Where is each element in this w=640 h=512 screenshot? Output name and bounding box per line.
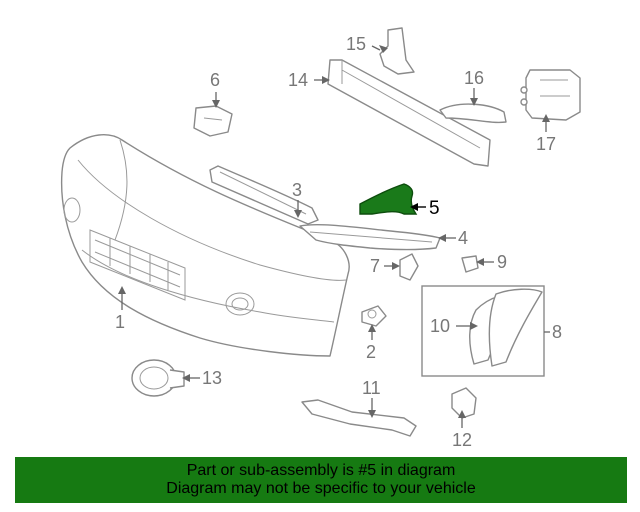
- part-15-bracket: [379, 27, 415, 75]
- callout-13: 13: [202, 368, 222, 388]
- part-9-clip: [461, 255, 479, 273]
- part-13-fog-lamp: [131, 359, 185, 397]
- part-5-bracket-highlighted: [359, 183, 418, 215]
- callout-12: 12: [452, 430, 472, 450]
- parts-diagram: 1 2 3 4 5 6 7 8 9 10 11 12 13 14 15 16 1…: [60, 27, 581, 450]
- callout-16: 16: [464, 68, 484, 88]
- callout-8: 8: [552, 322, 562, 342]
- callout-15: 15: [346, 34, 366, 54]
- part-7-clip: [399, 253, 419, 281]
- part-16-retainer: [439, 103, 507, 124]
- banner-line-1: Part or sub-assembly is #5 in diagram: [186, 462, 456, 479]
- part-2-clip: [361, 305, 387, 327]
- callout-11: 11: [362, 378, 381, 398]
- banner-line-2: Diagram may not be specific to your vehi…: [166, 480, 476, 497]
- leader-lines: [118, 45, 550, 428]
- callout-1: 1: [115, 312, 125, 332]
- callout-17: 17: [536, 134, 556, 154]
- callout-3: 3: [292, 180, 302, 200]
- part-11-molding: [301, 399, 417, 437]
- part-6-clip: [193, 105, 233, 137]
- callout-6: 6: [210, 70, 220, 90]
- info-banner: Part or sub-assembly is #5 in diagram Di…: [15, 457, 627, 503]
- callout-labels: 1 2 3 4 5 6 7 8 9 10 11 12 13 14 15 16 1…: [115, 34, 562, 450]
- callout-9: 9: [497, 252, 507, 272]
- part-14-absorber: [327, 59, 491, 167]
- part-3-upper-bracket: [209, 165, 319, 225]
- callout-4: 4: [458, 228, 468, 248]
- part-1-bumper-cover: [60, 134, 350, 357]
- callout-7: 7: [370, 256, 380, 276]
- callout-2: 2: [366, 342, 376, 362]
- callout-14: 14: [288, 70, 308, 90]
- part-8-group: [421, 285, 545, 377]
- callout-10: 10: [430, 316, 450, 336]
- callout-5-highlighted: 5: [429, 198, 440, 219]
- part-17-sensor: [520, 69, 581, 121]
- part-12-bracket: [451, 387, 477, 419]
